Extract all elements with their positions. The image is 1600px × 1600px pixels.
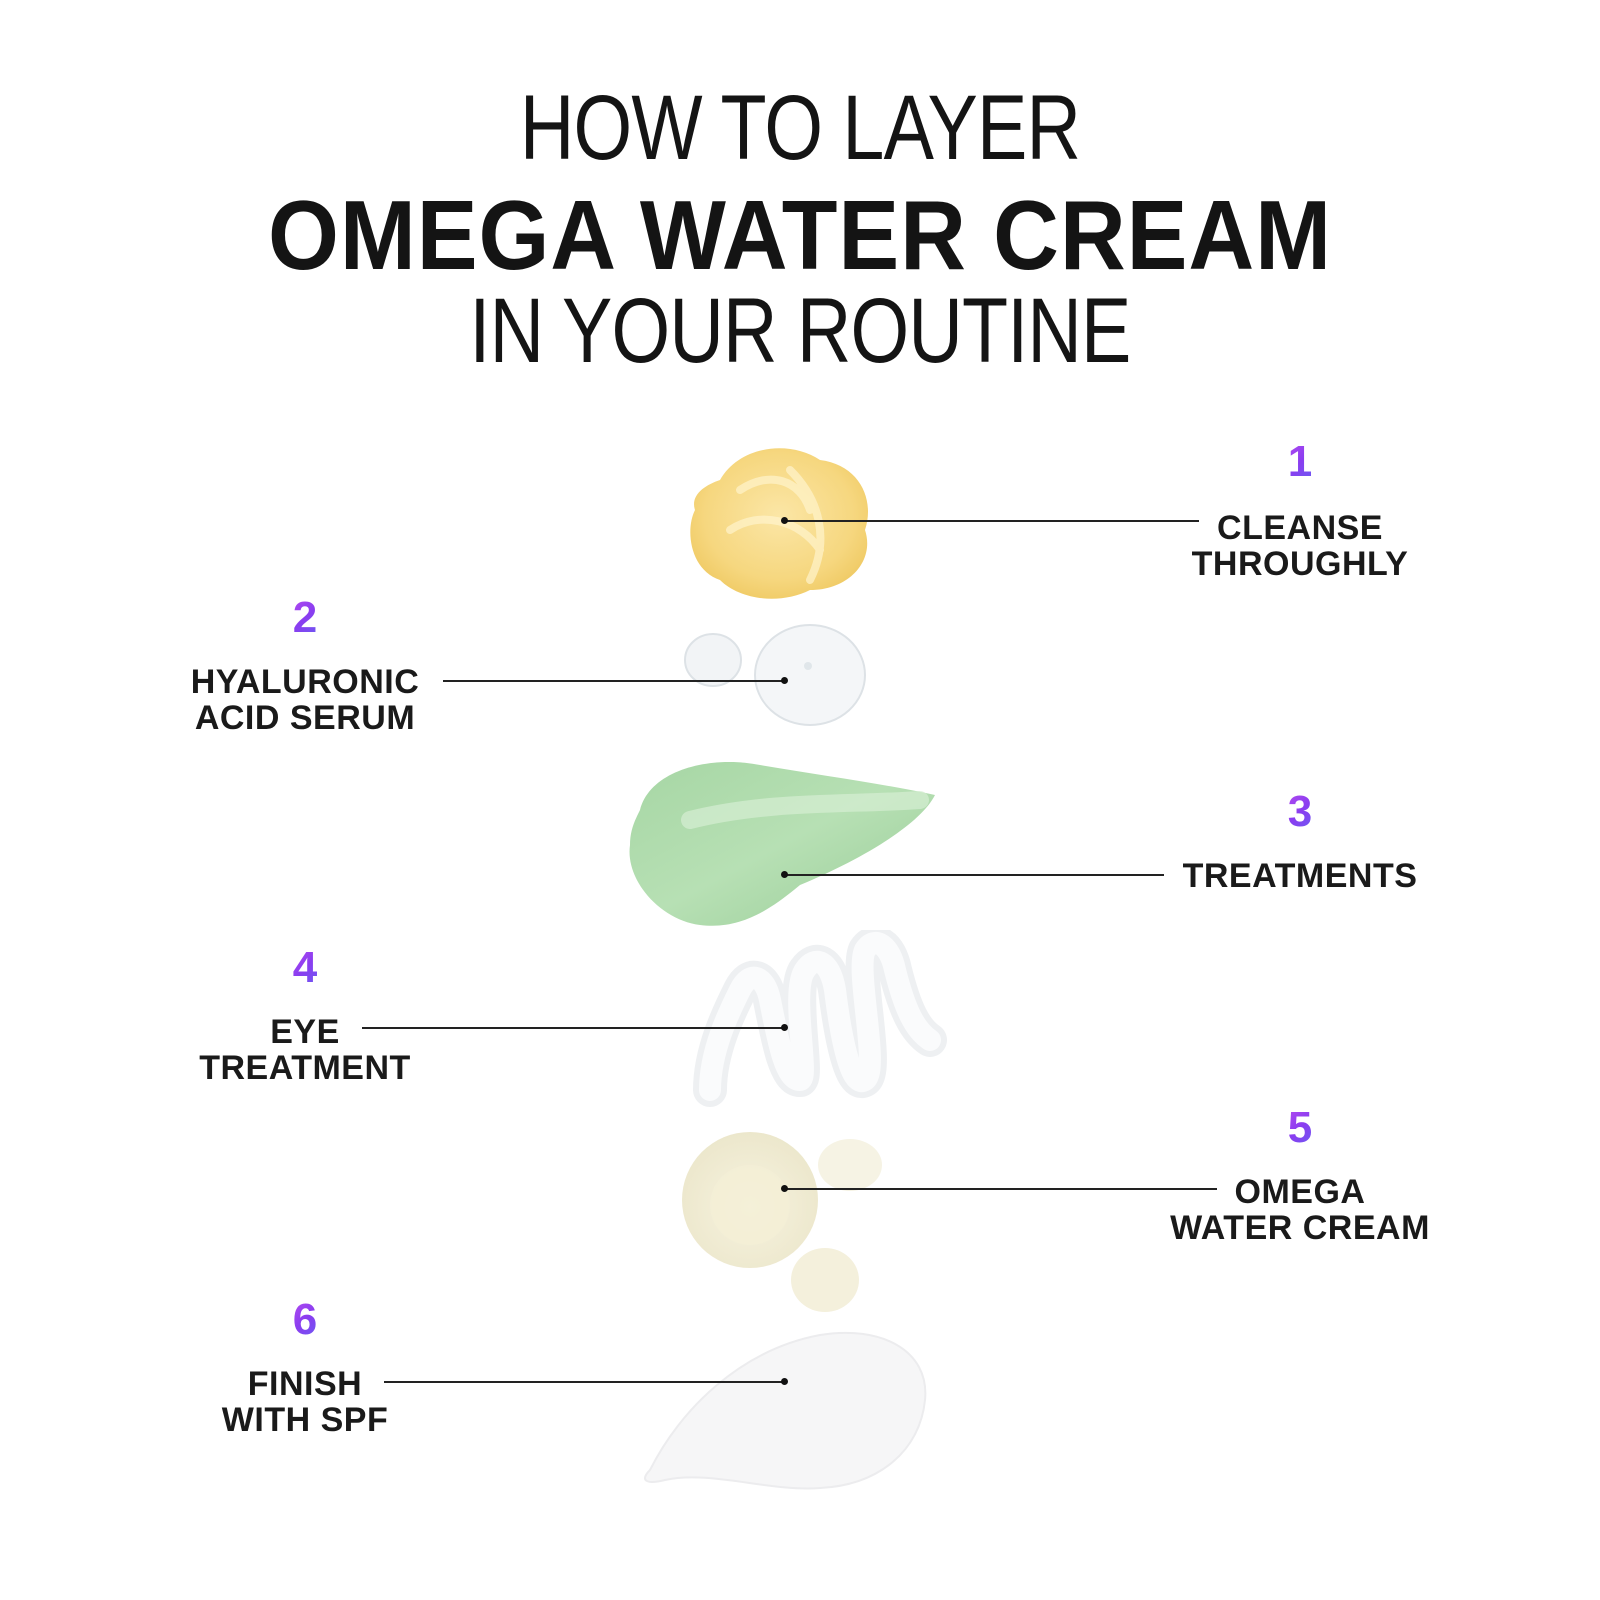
step-5: 5 OMEGA WATER CREAM bbox=[1150, 1103, 1450, 1247]
connector-line-step-6 bbox=[384, 1381, 787, 1383]
treatment-texture-image bbox=[629, 762, 935, 926]
step-label: TREATMENT bbox=[199, 1049, 411, 1087]
connector-line-step-1 bbox=[784, 520, 1199, 522]
connector-line-step-2 bbox=[443, 680, 787, 682]
step-label: WITH SPF bbox=[221, 1401, 389, 1439]
step-label: OMEGA bbox=[1234, 1173, 1366, 1211]
connector-dot-step-2 bbox=[781, 677, 788, 684]
step-label: WATER CREAM bbox=[1170, 1209, 1430, 1247]
spf-texture-image bbox=[644, 1331, 927, 1490]
headline-line-1: HOW TO LAYER bbox=[519, 77, 1081, 179]
step-label: ACID SERUM bbox=[194, 699, 416, 737]
step-label: FINISH bbox=[247, 1365, 363, 1403]
connector-dot-step-6 bbox=[781, 1378, 788, 1385]
connector-line-step-3 bbox=[784, 874, 1164, 876]
step-4: 4 EYE TREATMENT bbox=[165, 943, 445, 1087]
connector-dot-step-3 bbox=[781, 871, 788, 878]
serum-texture-image bbox=[684, 624, 866, 726]
connector-dot-step-1 bbox=[781, 517, 788, 524]
step-number: 2 bbox=[292, 593, 318, 642]
step-6: 6 FINISH WITH SPF bbox=[165, 1295, 445, 1439]
connector-dot-step-5 bbox=[781, 1185, 788, 1192]
step-number: 3 bbox=[1287, 787, 1313, 836]
step-label: TREATMENTS bbox=[1182, 857, 1418, 895]
water-cream-texture-image bbox=[682, 1132, 882, 1312]
connector-line-step-4 bbox=[362, 1027, 787, 1029]
step-number: 6 bbox=[292, 1295, 318, 1344]
step-label: THROUGHLY bbox=[1191, 545, 1409, 583]
cleanser-texture-image bbox=[690, 448, 868, 599]
connector-line-step-5 bbox=[784, 1188, 1217, 1190]
eye-cream-texture-image bbox=[693, 930, 947, 1107]
step-number: 1 bbox=[1287, 437, 1313, 486]
step-label: EYE bbox=[270, 1013, 340, 1051]
step-label: CLEANSE bbox=[1217, 509, 1383, 547]
step-2: 2 HYALURONIC ACID SERUM bbox=[165, 593, 445, 737]
step-number: 4 bbox=[292, 943, 318, 992]
step-3: 3 TREATMENTS bbox=[1150, 787, 1450, 895]
step-1: 1 CLEANSE THROUGHLY bbox=[1150, 437, 1450, 583]
connector-dot-step-4 bbox=[781, 1024, 788, 1031]
headline-product-name: OMEGA WATER CREAM bbox=[268, 180, 1332, 290]
step-number: 5 bbox=[1287, 1103, 1313, 1152]
step-label: HYALURONIC bbox=[190, 663, 420, 701]
headline-line-3: IN YOUR ROUTINE bbox=[469, 280, 1131, 382]
